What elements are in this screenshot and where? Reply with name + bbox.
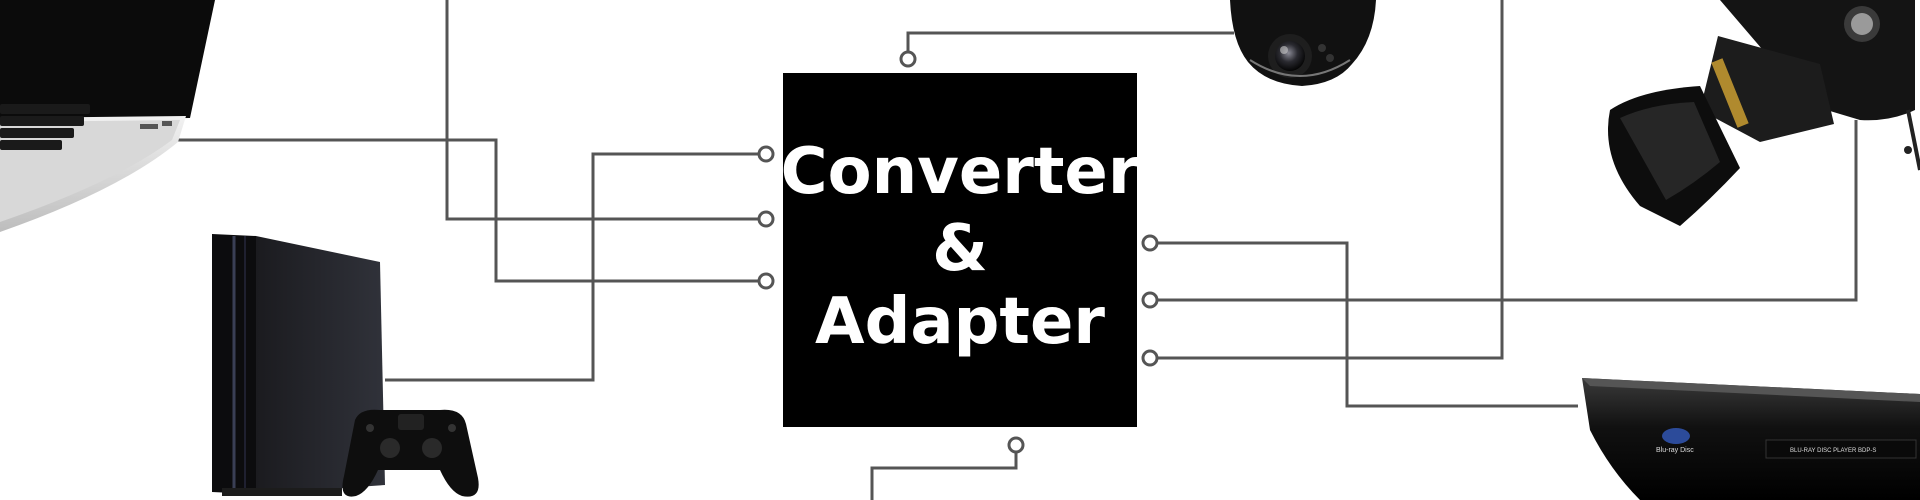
wire-security-camera — [906, 31, 1234, 52]
port-left-middle — [757, 210, 775, 228]
wire-dslr — [1158, 120, 1858, 302]
wires — [175, 0, 1858, 500]
port-right-middle — [1141, 291, 1159, 309]
bluray-player-icon: Blu-ray Disc BLU-RAY DISC PLAYER BDP-S — [1582, 378, 1920, 500]
hub-title-line3: Adapter — [815, 285, 1105, 359]
gamepad-icon — [342, 409, 479, 497]
wire-top-right-vertical — [1158, 0, 1504, 360]
hub-title-line2: & — [932, 212, 988, 286]
wire-top-left-vertical — [445, 0, 760, 221]
wire-console — [385, 152, 760, 382]
wire-laptop — [175, 138, 760, 283]
converter-adapter-box: Converter & Adapter — [781, 73, 1140, 427]
wire-bottom — [870, 452, 1018, 500]
port-left-bottom — [757, 272, 775, 290]
wire-bluray — [1158, 241, 1578, 408]
laptop-icon — [0, 0, 215, 232]
port-right-bottom — [1141, 349, 1159, 367]
hub-title-line1: Converter — [781, 135, 1140, 209]
port-bottom — [1007, 436, 1025, 454]
ports — [757, 50, 1159, 454]
bluray-panel-text: BLU-RAY DISC PLAYER BDP-S — [1790, 448, 1876, 454]
dslr-camera-icon — [1608, 0, 1920, 226]
dome-camera-icon — [1230, 0, 1376, 86]
game-console-icon — [212, 234, 385, 496]
port-top — [899, 50, 917, 68]
port-left-top — [757, 145, 775, 163]
bluray-logo-text: Blu-ray Disc — [1656, 447, 1694, 454]
port-right-top — [1141, 234, 1159, 252]
